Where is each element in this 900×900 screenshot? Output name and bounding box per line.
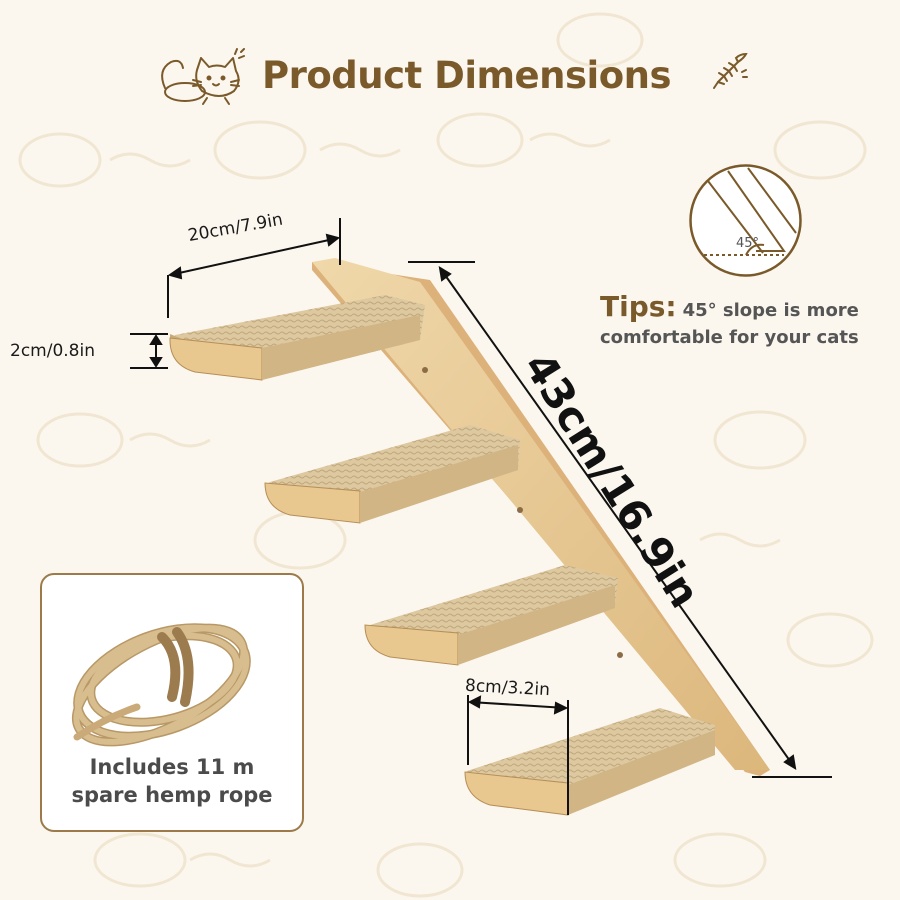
tips-line-1: 45° slope is more xyxy=(682,300,859,321)
step-2 xyxy=(264,425,520,524)
spare-rope-card: Includes 11 m spare hemp rope xyxy=(40,573,304,832)
tips-block: Tips:45° slope is more comfortable for y… xyxy=(600,290,900,348)
fish-bone-icon xyxy=(713,52,748,89)
wall-board xyxy=(312,258,770,776)
header: Product Dimensions xyxy=(0,48,900,108)
hemp-rope-icon xyxy=(71,623,251,747)
cat-icon xyxy=(161,48,245,105)
step-thickness-label: 2cm/0.8in xyxy=(10,341,95,361)
rope-caption: Includes 11 m spare hemp rope xyxy=(42,753,302,809)
rope-caption-line-2: spare hemp rope xyxy=(71,783,273,807)
tips-line-2: comfortable for your cats xyxy=(600,327,859,348)
step-4 xyxy=(464,708,715,816)
slope-angle-icon: 45° xyxy=(689,164,802,277)
rope-caption-line-1: Includes 11 m xyxy=(89,755,255,779)
tips-label: Tips: xyxy=(600,290,677,323)
step-3 xyxy=(364,565,618,666)
angle-label: 45° xyxy=(736,236,759,251)
page-title: Product Dimensions xyxy=(262,54,671,97)
dimension-lines xyxy=(130,218,832,815)
step-1 xyxy=(169,295,425,381)
